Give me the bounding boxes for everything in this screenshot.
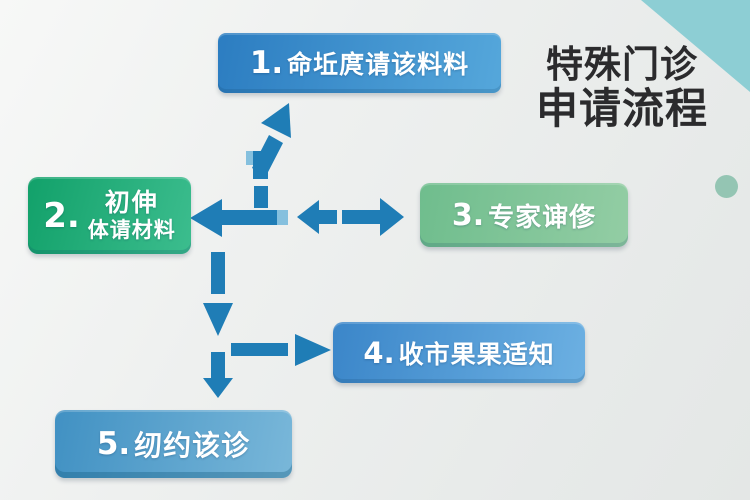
- arrow-down-from-step2: [203, 252, 233, 336]
- dot-decoration: [715, 175, 738, 198]
- arrow-down-to-step5: [203, 352, 233, 398]
- arrow-up-to-step1: [246, 103, 291, 179]
- step-2-label-line1: 初伸: [104, 187, 159, 217]
- step-5-box: 5. 纫约该诊: [55, 410, 292, 478]
- step-1-label: 命坵庹请该料料: [287, 50, 470, 79]
- step-4-label: 收市果果适知: [398, 339, 555, 369]
- title-line-1: 特殊门诊: [546, 43, 698, 86]
- arrow-left-mid: [297, 200, 337, 234]
- title-line-2: 申请流程: [535, 84, 708, 134]
- step-2-label-line2: 体请材料: [87, 217, 176, 242]
- page-title: 特殊门诊 申请流程: [512, 43, 732, 134]
- step-5-label: 纫约该诊: [134, 429, 251, 462]
- step-2-labels: 初伸 体请材料: [88, 188, 176, 243]
- step-1-box: 1. 命坵庹请该料料: [218, 33, 501, 93]
- vertical-connector-segment: [254, 186, 268, 208]
- arrow-right-to-step4: [231, 334, 331, 366]
- step-5-number: 5.: [96, 426, 131, 462]
- step-3-label: 专家谉俢: [488, 202, 597, 233]
- step-3-number: 3.: [451, 197, 485, 233]
- arrow-right-to-step3: [342, 198, 404, 236]
- step-2-number: 2.: [43, 195, 80, 236]
- step-4-box: 4. 收市果果适知: [333, 322, 585, 383]
- step-4-number: 4.: [363, 335, 395, 370]
- step-3-box: 3. 专家谉俢: [420, 183, 628, 247]
- arrow-left-to-step2: [190, 199, 288, 237]
- step-2-box: 2. 初伸 体请材料: [28, 177, 191, 254]
- step-1-number: 1.: [249, 45, 284, 81]
